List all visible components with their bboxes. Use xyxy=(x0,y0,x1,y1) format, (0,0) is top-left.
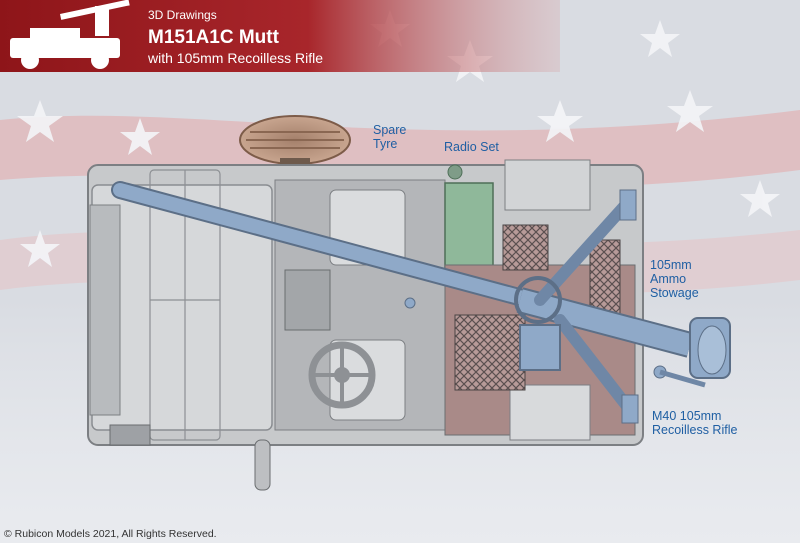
header-kicker: 3D Drawings xyxy=(148,8,217,22)
recoilless-rifle xyxy=(111,181,731,424)
callout-ammo-line3: Stowage xyxy=(650,286,699,300)
ammo-stowage xyxy=(454,224,621,391)
callout-rifle-line1: M40 105mm xyxy=(652,409,722,423)
callout-radio-set: Radio Set xyxy=(444,140,499,154)
callout-spare-tyre-line1: Spare xyxy=(373,123,407,137)
jeep-silhouette-icon xyxy=(10,0,130,69)
callout-rifle: M40 105mm Recoilless Rifle xyxy=(652,409,737,437)
copyright-footer: © Rubicon Models 2021, All Rights Reserv… xyxy=(4,528,217,540)
callout-ammo-stowage: 105mm Ammo Stowage xyxy=(650,258,699,300)
radio-set xyxy=(444,164,494,269)
callout-ammo-line1: 105mm xyxy=(650,258,692,272)
callout-spare-tyre-line2: Tyre xyxy=(373,137,398,151)
vehicle-top-view xyxy=(87,115,731,491)
page-subtitle: with 105mm Recoilless Rifle xyxy=(148,50,324,66)
callout-rifle-line2: Recoilless Rifle xyxy=(652,423,738,437)
steering-wheel xyxy=(308,341,376,409)
page-title: M151A1C Mutt xyxy=(148,27,279,48)
header: 3D Drawings M151A1C Mutt with 105mm Reco… xyxy=(148,8,323,66)
callout-spare-tyre: Spare Tyre xyxy=(373,123,406,151)
callout-ammo-line2: Ammo xyxy=(650,272,687,286)
header-band xyxy=(0,0,560,72)
